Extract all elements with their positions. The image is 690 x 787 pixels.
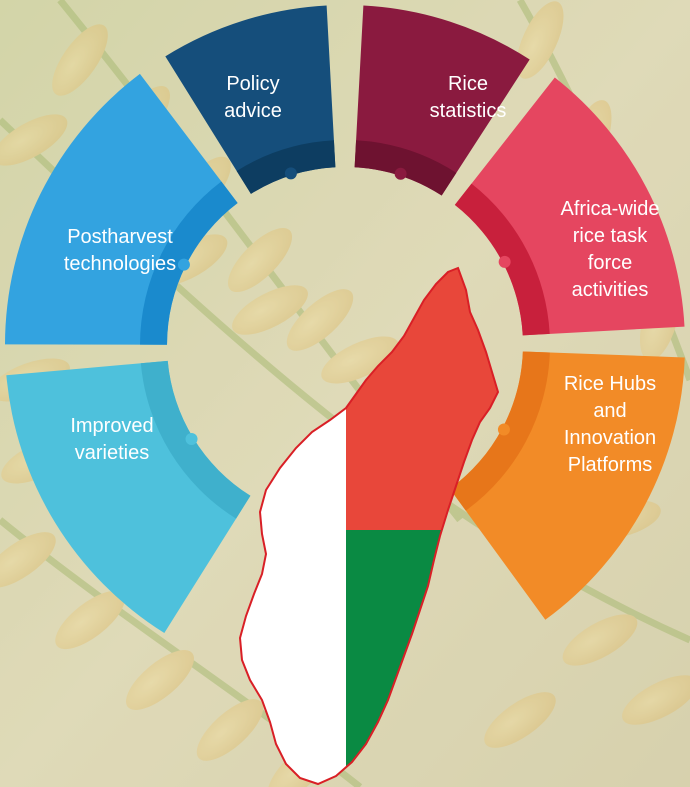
segment-ring-improved-varieties (140, 360, 251, 519)
label-line: Improved (70, 415, 153, 437)
gear-tooth-icon (284, 167, 297, 180)
gear-tooth-icon (394, 167, 407, 180)
flag-white-band (240, 268, 346, 784)
segment-ring-postharvest-technologies (140, 181, 238, 345)
gear-tooth-icon (177, 258, 190, 271)
rice-grain (562, 614, 638, 666)
label-line: technologies (64, 253, 176, 275)
gear-tooth-icon (497, 423, 510, 436)
label-line: Platforms (568, 454, 652, 476)
rice-grain (0, 114, 68, 166)
rice-grain (227, 227, 293, 293)
segment-improved-varieties (6, 360, 251, 634)
label-line: varieties (75, 442, 149, 464)
segment-ring-policy-advice (236, 140, 336, 194)
label-line: force (588, 252, 632, 274)
gear-tooth-icon (185, 433, 198, 446)
label-line: Rice (448, 73, 488, 95)
segment-ring-rice-statistics (354, 140, 457, 196)
rice-grain (126, 650, 194, 710)
segment-ring-rice-hubs-innovation (449, 351, 550, 511)
rice-grain (232, 285, 308, 335)
label-line: Policy (226, 73, 279, 95)
label-africa-wide-task-force: Africa-wide rice task force activities (561, 198, 660, 301)
label-line: statistics (430, 100, 507, 122)
label-line: Innovation (564, 427, 656, 449)
label-line: rice task (573, 225, 648, 247)
rice-grain (0, 532, 56, 588)
madagascar-map (239, 267, 499, 785)
flag-green-band (346, 530, 498, 784)
label-postharvest-technologies: Postharvest technologies (64, 226, 176, 275)
rice-grain (196, 699, 264, 761)
label-line: advice (224, 100, 282, 122)
label-line: and (593, 400, 626, 422)
rice-grain (286, 289, 354, 351)
gear-tooth-icon (498, 255, 511, 268)
rice-grain (484, 692, 556, 748)
label-line: Rice Hubs (564, 373, 656, 395)
rice-grain (55, 590, 125, 650)
rice-grain (52, 24, 108, 96)
label-policy-advice: Policy advice (224, 73, 282, 122)
label-line: Postharvest (67, 226, 173, 248)
label-line: activities (572, 279, 649, 301)
label-improved-varieties: Improved varieties (70, 415, 153, 464)
rice-grain (321, 336, 399, 384)
label-line: Africa-wide (561, 198, 660, 220)
label-rice-statistics: Rice statistics (430, 73, 507, 122)
rice-grain (622, 675, 690, 725)
